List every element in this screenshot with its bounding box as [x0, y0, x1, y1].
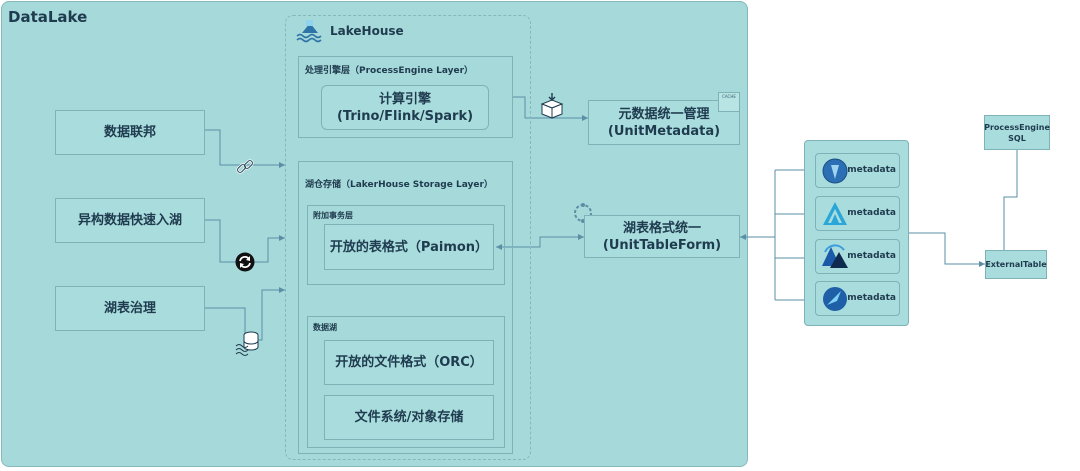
file-system-box[interactable]: 文件系统/对象存储 — [324, 395, 494, 440]
sync-icon — [235, 252, 255, 272]
hive-icon — [822, 158, 848, 184]
lakehouse-container — [285, 15, 531, 460]
file-format-box[interactable]: 开放的文件格式（ORC） — [324, 340, 494, 385]
metadata-label: metadata — [847, 165, 896, 175]
connector-tableform — [496, 236, 584, 248]
connector-metadata — [513, 96, 588, 119]
fast-ingest-box[interactable]: 异构数据快速入湖 — [55, 198, 205, 243]
metadata-item-hive[interactable]: metadata — [815, 153, 900, 188]
metadata-item-delta[interactable]: metadata — [815, 281, 900, 316]
metadata-item-hudi[interactable]: metadata — [815, 239, 900, 274]
data-lake-layer-title: 数据湖 — [313, 323, 337, 332]
data-federation-box[interactable]: 数据联邦 — [55, 110, 205, 155]
storage-layer — [298, 161, 513, 454]
delta-icon — [823, 287, 847, 311]
metadata-label: metadata — [847, 251, 896, 261]
unit-metadata-box[interactable]: 元数据统一管理 (UnitMetadata) — [588, 100, 740, 145]
link-icon — [236, 159, 254, 174]
download-box-icon — [540, 93, 564, 119]
external-table-box[interactable]: ExternalTable — [985, 250, 1047, 279]
lake-governance-box[interactable]: 湖表治理 — [55, 286, 205, 331]
transaction-layer — [307, 205, 505, 285]
transaction-layer-title: 附加事务层 — [313, 211, 353, 220]
data-lake-layer — [307, 316, 505, 448]
metadata-label: metadata — [847, 293, 896, 303]
table-format-box[interactable]: 开放的表格式（Paimon） — [324, 224, 494, 270]
metadata-label: metadata — [847, 208, 896, 218]
storage-layer-title: 湖仓存储（LakerHouse Storage Layer） — [305, 180, 493, 190]
database-icon — [235, 331, 259, 356]
metadata-panel: metadata metadata metadata metadata — [804, 140, 909, 326]
hudi-icon — [822, 244, 848, 268]
compute-engine-box[interactable]: 计算引擎 (Trino/Flink/Spark) — [321, 85, 489, 130]
process-engine-layer — [298, 56, 513, 138]
iceberg-icon — [823, 202, 847, 225]
datalake-title: DataLake — [8, 8, 88, 26]
cache-badge: CACHE — [718, 92, 740, 112]
lakehouse-title: LakeHouse — [330, 24, 404, 38]
unit-table-form-box[interactable]: 湖表格式统一 (UnitTableForm) — [584, 215, 740, 258]
process-engine-sql-box[interactable]: ProcessEngine SQL — [984, 115, 1050, 150]
lakehouse-logo-icon — [296, 20, 322, 43]
process-engine-layer-title: 处理引擎层（ProcessEngine Layer） — [305, 66, 474, 76]
metadata-item-iceberg[interactable]: metadata — [815, 196, 900, 231]
